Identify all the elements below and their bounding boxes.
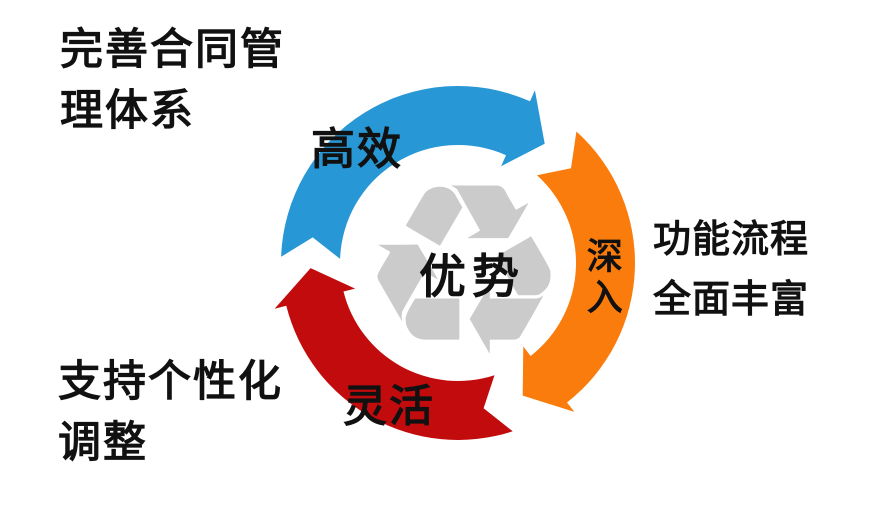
callout-line: 调整 bbox=[58, 419, 148, 467]
cycle-center-label: 优势 bbox=[419, 250, 525, 303]
arc-segment-efficient bbox=[281, 85, 545, 259]
callout-contract-management: 完善合同管 理体系 bbox=[60, 20, 285, 142]
arc-label-flexible: 灵活 bbox=[343, 382, 435, 431]
arc-label-deep: 深入 bbox=[581, 237, 623, 319]
callout-customization: 支持个性化 调整 bbox=[58, 352, 283, 474]
callout-line: 全面丰富 bbox=[653, 279, 810, 321]
cycle-diagram bbox=[274, 85, 635, 440]
arc-segment-deep bbox=[522, 131, 635, 412]
callout-line: 完善合同管 bbox=[60, 26, 285, 74]
callout-line: 理体系 bbox=[60, 87, 195, 135]
arc-segment-flexible bbox=[274, 268, 513, 440]
arc-label-efficient: 高效 bbox=[311, 125, 403, 174]
callout-feature-rich: 功能流程 全面丰富 bbox=[653, 210, 809, 330]
callout-line: 功能流程 bbox=[653, 219, 810, 261]
callout-line: 支持个性化 bbox=[58, 358, 283, 406]
